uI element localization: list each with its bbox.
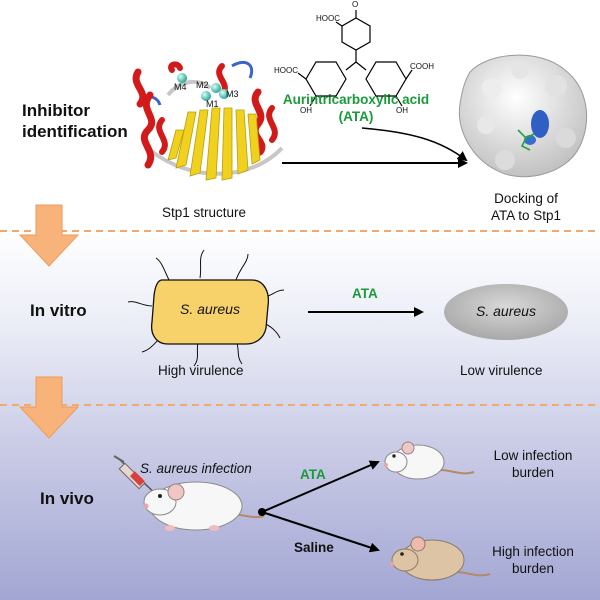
label-high-burden-line1: High infection — [492, 544, 574, 559]
caption-stp1-structure: Stp1 structure — [162, 205, 247, 220]
title-inhibitor-line2: identification — [22, 122, 128, 141]
compound-abbrev: (ATA) — [338, 109, 374, 124]
arrow-ata-to-docking — [361, 127, 468, 162]
label-high-virulence: High virulence — [158, 363, 244, 378]
label-infection-text: S. aureus infection — [140, 461, 252, 476]
stp1-structure-icon — [132, 61, 284, 181]
group-hooc-top: HOOC — [316, 14, 340, 23]
label-bacterium-low: S. aureus — [476, 303, 536, 319]
arrow-saline-branch — [261, 511, 380, 553]
group-oh-right: OH — [396, 106, 408, 115]
label-low-burden-line2: burden — [511, 465, 555, 480]
title-in-vitro: In vitro — [30, 301, 87, 320]
metal-label-m3: M3 — [226, 89, 239, 99]
caption-docking-line2: ATA to Stp1 — [490, 208, 562, 223]
label-bacterium-high: S. aureus — [180, 301, 240, 317]
label-ata-in-vitro: ATA — [352, 286, 378, 301]
compound-name: Aurintricarboxylic acid — [282, 92, 430, 107]
label-low-virulence: Low virulence — [460, 363, 543, 378]
title-inhibitor-line1: Inhibitor — [22, 101, 90, 120]
group-quinone-o: O — [352, 0, 359, 9]
bacterium-high-body — [150, 279, 270, 345]
group-oh-left: OH — [300, 106, 312, 115]
caption-docking-line1: Docking of — [494, 191, 558, 206]
bacterium-low-body — [444, 284, 568, 340]
group-cooh-right: COOH — [410, 62, 434, 71]
metal-label-m1: M1 — [206, 99, 219, 109]
title-in-vivo: In vivo — [40, 489, 94, 508]
label-saline: Saline — [294, 540, 334, 555]
metal-label-m4: M4 — [174, 82, 187, 92]
mouse-infected-icon — [143, 481, 265, 531]
arrow-ata-branch — [261, 460, 380, 513]
down-arrow-2 — [18, 376, 80, 439]
ata-chemical-structure — [297, 10, 413, 107]
label-infection: S. aureus infection — [140, 461, 252, 476]
down-arrow-1 — [18, 204, 80, 267]
label-ata-in-vivo: ATA — [300, 467, 326, 482]
mouse-saline-icon — [389, 536, 491, 581]
group-hooc-left: HOOC — [274, 66, 298, 75]
mouse-ata-icon — [384, 441, 475, 480]
docking-model-icon — [458, 54, 588, 178]
label-low-burden-line1: Low infection — [493, 448, 573, 463]
metal-label-m2: M2 — [196, 80, 209, 90]
label-high-burden-line2: burden — [511, 561, 555, 576]
